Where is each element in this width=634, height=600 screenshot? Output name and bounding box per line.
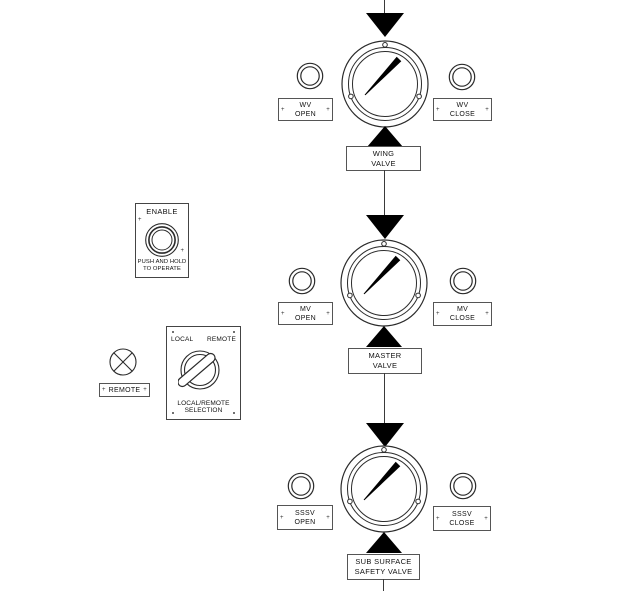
sssv-close-line1: SSSV xyxy=(452,510,472,518)
remote-indicator-plate: + REMOTE + xyxy=(99,383,150,397)
sssv-open-lamp xyxy=(286,471,316,501)
wing-valve-label-line1: WING xyxy=(372,148,395,158)
mv-open-lamp xyxy=(287,266,317,296)
wing-valve-gauge xyxy=(337,36,433,132)
sssv-open-plate: + SSSV OPEN + xyxy=(277,505,333,530)
screw-mark: + xyxy=(326,515,330,521)
selector-option-local: LOCAL xyxy=(171,336,194,343)
sssv-label-line1: SUB SURFACE xyxy=(355,557,412,566)
screw-mark: + xyxy=(143,387,147,393)
selector-caption-line1: LOCAL/REMOTE xyxy=(177,399,230,407)
screw-mark: + xyxy=(280,515,284,521)
up-arrow-sssv xyxy=(366,532,402,553)
screw-mark: + xyxy=(485,311,489,317)
down-arrow-master xyxy=(366,215,404,239)
up-arrow-master xyxy=(366,326,402,347)
screw-mark: + xyxy=(281,311,285,317)
local-remote-panel: LOCAL REMOTE LOCAL/REMOTE SELECTION xyxy=(166,326,241,420)
wv-close-plate: + WV CLOSE + xyxy=(433,98,492,121)
wing-valve-label: WING VALVE xyxy=(346,146,421,171)
wv-open-plate: + WV OPEN + xyxy=(278,98,333,121)
sssv-label-line2: SAFETY VALVE xyxy=(354,567,413,576)
local-remote-rotary-switch xyxy=(178,350,220,390)
screw-mark: + xyxy=(436,311,440,317)
bottom-line-stub xyxy=(383,579,384,591)
screw-mark xyxy=(172,412,174,414)
selector-option-remote: REMOTE xyxy=(206,336,236,343)
remote-indicator-lamp xyxy=(109,348,137,376)
sssv-close-plate: + SSSV CLOSE + xyxy=(433,506,491,531)
wv-close-line2: CLOSE xyxy=(449,110,476,118)
screw-mark xyxy=(233,331,235,333)
screw-mark: + xyxy=(102,387,106,393)
sssv-open-line1: SSSV xyxy=(295,509,315,517)
screw-mark xyxy=(172,331,174,333)
sssv-open-line2: OPEN xyxy=(294,518,316,526)
mv-open-line2: OPEN xyxy=(294,314,317,322)
screw-mark xyxy=(233,412,235,414)
screw-mark: + xyxy=(281,107,285,113)
connector-master-sssv xyxy=(384,373,385,423)
mv-close-line2: CLOSE xyxy=(449,315,476,322)
sssv-close-line2: CLOSE xyxy=(449,519,475,527)
screw-mark: + xyxy=(326,107,330,113)
enable-instruction-line2: TO OPERATE xyxy=(143,265,181,272)
selector-caption-line2: SELECTION xyxy=(184,406,223,414)
mv-close-plate: + MV CLOSE + xyxy=(433,302,492,326)
mv-close-lamp xyxy=(448,266,478,296)
down-arrow-wing xyxy=(366,13,404,37)
connector-wing-master xyxy=(384,170,385,215)
wv-open-line1: WV xyxy=(299,101,312,109)
master-valve-gauge xyxy=(336,235,432,331)
screw-mark: + xyxy=(180,248,184,254)
master-valve-label-line2: VALVE xyxy=(372,361,398,370)
screw-mark: + xyxy=(138,217,142,223)
screw-mark: + xyxy=(485,107,489,113)
enable-panel: ENABLE + + PUSH AND HOLD TO OPERATE xyxy=(135,203,189,278)
screw-mark: + xyxy=(326,311,330,317)
screw-mark: + xyxy=(484,516,488,522)
sssv-gauge xyxy=(336,441,432,537)
master-valve-label-line1: MASTER xyxy=(368,351,402,360)
wv-close-line1: WV xyxy=(456,101,469,109)
remote-indicator-label: REMOTE xyxy=(108,386,141,394)
mv-open-plate: + MV OPEN + xyxy=(278,302,333,325)
enable-title: ENABLE xyxy=(146,207,178,216)
screw-mark: + xyxy=(436,516,440,522)
enable-instruction-line1: PUSH AND HOLD xyxy=(137,258,187,265)
master-valve-label: MASTER VALVE xyxy=(348,348,422,374)
up-arrow-wing xyxy=(367,126,403,147)
mv-open-line1: MV xyxy=(299,305,312,313)
down-arrow-sssv xyxy=(366,423,404,447)
wv-close-lamp xyxy=(447,62,477,92)
wv-open-line2: OPEN xyxy=(294,110,317,118)
sssv-label: SUB SURFACE SAFETY VALVE xyxy=(347,554,420,580)
wing-valve-label-line2: VALVE xyxy=(371,158,396,168)
screw-mark: + xyxy=(436,107,440,113)
mv-close-line1: MV xyxy=(456,306,469,313)
wv-open-lamp xyxy=(295,61,325,91)
top-line-stub xyxy=(384,0,385,13)
sssv-close-lamp xyxy=(448,471,478,501)
enable-push-button xyxy=(145,223,179,257)
